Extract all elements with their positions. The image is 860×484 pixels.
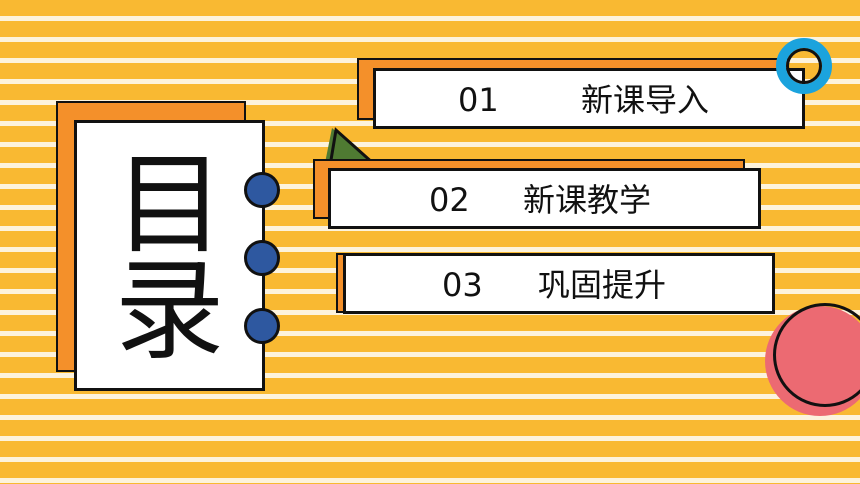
binder-ring-2 <box>244 240 280 276</box>
menu-item-1-number: 01 <box>458 81 499 119</box>
menu-item-2-number: 02 <box>429 181 470 219</box>
title-char-1: 目 <box>114 141 225 269</box>
binder-ring-3 <box>244 308 280 344</box>
menu-item-2-label: 新课教学 <box>523 181 652 219</box>
menu-item-2[interactable]: 02 新课教学 <box>328 168 761 229</box>
menu-item-1-label: 新课导入 <box>581 81 710 119</box>
pink-circle-outline <box>773 303 860 407</box>
title-char-2: 录 <box>114 247 225 375</box>
title-card <box>74 120 265 391</box>
menu-item-3-label: 巩固提升 <box>538 266 667 304</box>
blue-ring-decoration <box>776 38 832 94</box>
menu-item-1[interactable]: 01 新课导入 <box>373 68 805 129</box>
binder-ring-1 <box>244 172 280 208</box>
menu-item-3-number: 03 <box>442 266 483 304</box>
menu-item-3[interactable]: 03 巩固提升 <box>343 253 775 314</box>
blue-ring-outline <box>786 48 822 84</box>
